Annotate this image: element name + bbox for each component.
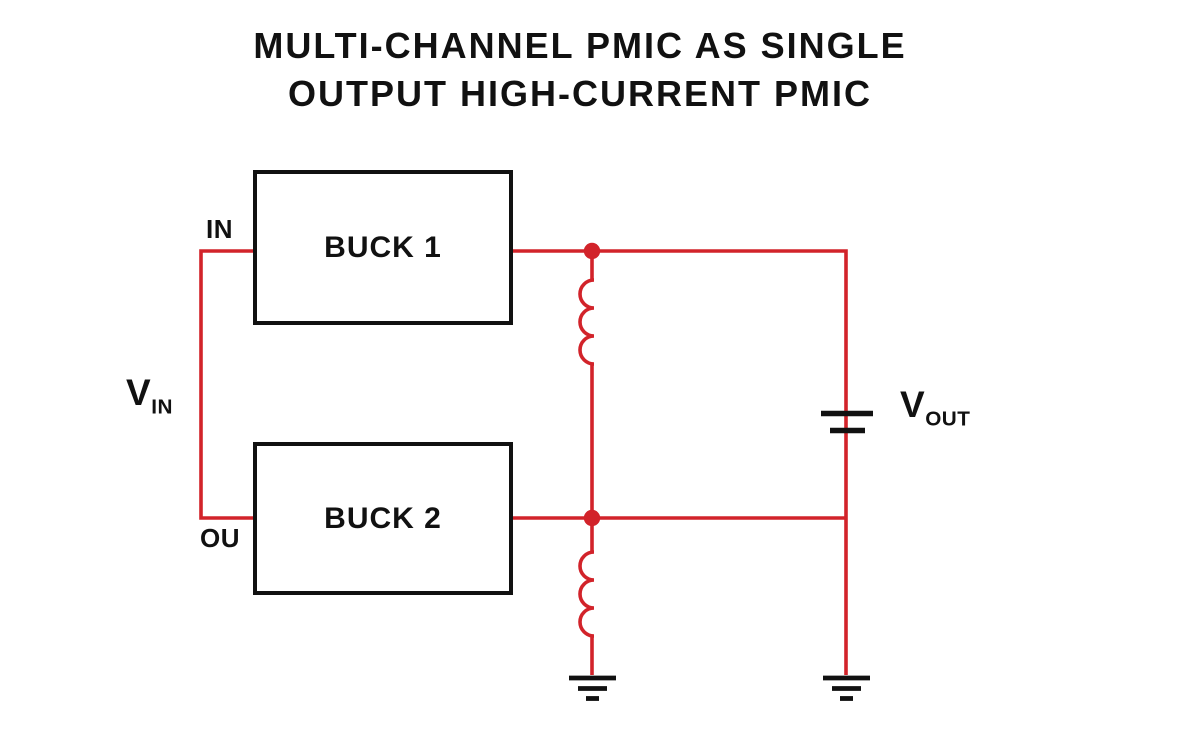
buck1-output-wire bbox=[513, 249, 848, 675]
input-net-wire bbox=[199, 249, 253, 520]
ground-symbol-left bbox=[569, 675, 616, 701]
junction-dot-lower bbox=[583, 509, 601, 527]
buck2-block-outline bbox=[253, 442, 513, 595]
inductor-symbol-L2 bbox=[578, 550, 595, 638]
buck1-input-pin-label: IN bbox=[206, 214, 233, 244]
buck2-label: BUCK 2 bbox=[324, 501, 442, 535]
output-voltage-subscript: OUT bbox=[925, 407, 971, 431]
diagram-title: MULTI-CHANNEL PMIC AS SINGLE OUTPUT HIGH… bbox=[0, 22, 1160, 118]
diagram-title-line1: MULTI-CHANNEL PMIC AS SINGLE bbox=[253, 25, 907, 66]
output-capacitor-symbol bbox=[821, 410, 873, 434]
input-voltage-symbol: V bbox=[126, 372, 152, 413]
input-voltage-subscript: IN bbox=[151, 395, 173, 419]
wires bbox=[199, 249, 848, 675]
ground-symbol-right bbox=[823, 675, 870, 701]
buck1-label: BUCK 1 bbox=[324, 230, 442, 264]
input-voltage-label: VIN bbox=[126, 372, 173, 419]
buck2-input-pin-label: OU bbox=[200, 523, 240, 553]
diagram-title-line2: OUTPUT HIGH-CURRENT PMIC bbox=[288, 73, 872, 114]
junction-dot-upper bbox=[583, 242, 601, 260]
buck1-block-outline bbox=[253, 170, 513, 325]
output-voltage-label: VOUT bbox=[900, 384, 970, 431]
output-voltage-symbol: V bbox=[900, 384, 926, 425]
inductor-symbol-L1 bbox=[578, 278, 595, 366]
